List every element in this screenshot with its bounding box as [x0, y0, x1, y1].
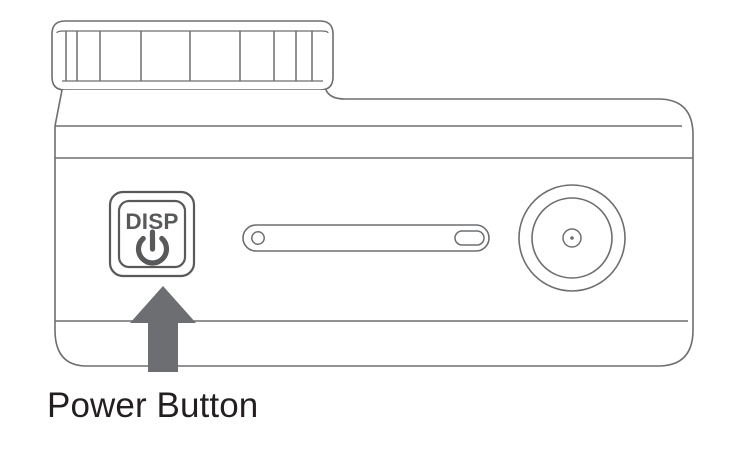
- slot-right-pill-marker: [454, 230, 485, 246]
- power-icon-ring: [135, 235, 170, 266]
- callout-arrow-shape: [130, 286, 196, 372]
- dial-top-rim-right: [320, 30, 329, 34]
- knurled-dial: [51, 20, 334, 91]
- callout-arrow: [130, 286, 196, 372]
- power-button[interactable]: DISP: [108, 190, 196, 278]
- slot-left-circle-marker: [251, 231, 265, 245]
- lens-dial[interactable]: [518, 184, 626, 292]
- power-symbol-icon: [135, 229, 170, 266]
- slot-outline[interactable]: [242, 224, 490, 252]
- dial-top-rim-left: [56, 30, 65, 34]
- lens-center-dot: [570, 236, 574, 240]
- connector-slot[interactable]: [242, 224, 490, 252]
- dial-ridges: [65, 31, 313, 81]
